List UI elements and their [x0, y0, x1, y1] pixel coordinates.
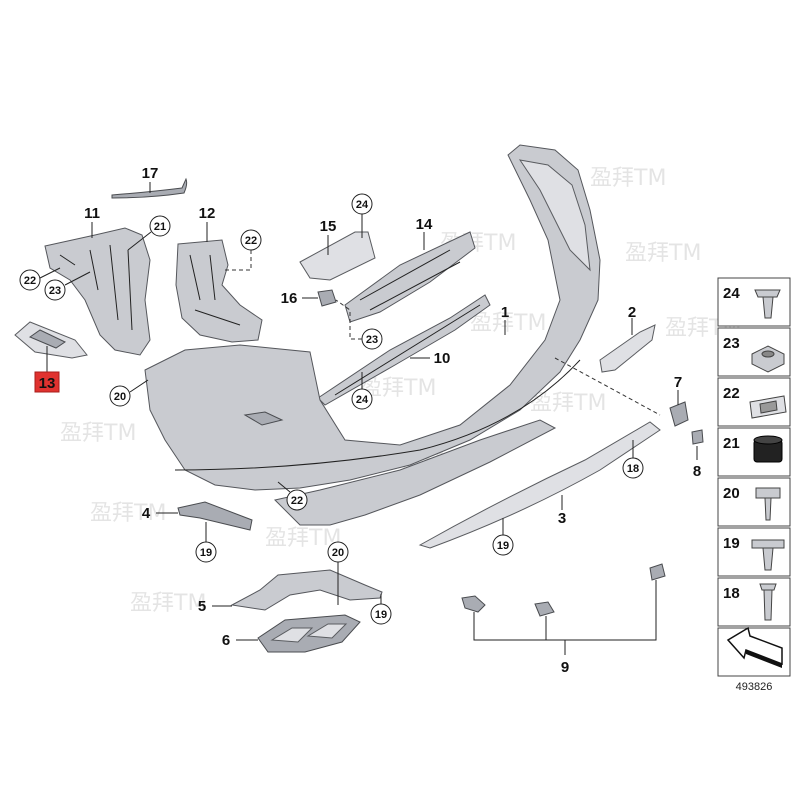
rubber-buffer-icon [753, 435, 783, 463]
watermark: 盈拜TM [130, 591, 206, 616]
part-3-diffuser [418, 421, 661, 549]
circled-19: 19 [497, 540, 509, 552]
callout-15: 15 [320, 218, 337, 235]
circled-20: 20 [332, 547, 344, 559]
watermark: 盈拜TM [360, 376, 436, 401]
part-9-clip-a [461, 595, 486, 613]
circled-20: 20 [114, 391, 126, 403]
legend-label-24: 24 [723, 285, 740, 302]
circled-21: 21 [154, 221, 166, 233]
part-16-clip [317, 289, 337, 307]
part-15-cover [299, 231, 376, 281]
callout-labels: 1 2 3 4 5 6 7 8 9 10 11 12 14 15 16 17 [84, 165, 701, 676]
legend-label-18: 18 [723, 585, 740, 602]
part-1-bumper-cover [144, 144, 601, 491]
callout-7: 7 [674, 374, 682, 391]
part-9-clip-b [534, 601, 555, 617]
catalog-number: 493826 [736, 681, 773, 693]
spring-clip-icon [749, 395, 787, 419]
callout-14: 14 [416, 216, 433, 233]
circled-22: 22 [24, 275, 36, 287]
watermark: 盈拜TM [590, 166, 666, 191]
part-4-strip [177, 501, 253, 531]
expansion-rivet-icon [759, 583, 777, 621]
part-8-clip [691, 429, 704, 445]
push-rivet-icon [754, 289, 781, 319]
part-10-support-rail [317, 294, 491, 406]
callout-1: 1 [501, 304, 509, 321]
watermark: 盈拜TM [625, 241, 701, 266]
watermark: 盈拜TM [265, 526, 341, 551]
part-5-bracket [230, 569, 383, 611]
hex-nut-icon [751, 345, 785, 373]
legend-label-20: 20 [723, 485, 740, 502]
callout-3: 3 [558, 510, 566, 527]
callout-10: 10 [434, 350, 451, 367]
legend-label-22: 22 [723, 385, 740, 402]
callout-16: 16 [281, 290, 298, 307]
legend-cell-19 [717, 527, 791, 577]
legend-label-19: 19 [723, 535, 740, 552]
callout-5: 5 [198, 598, 206, 615]
callout-2: 2 [628, 304, 636, 321]
circled-19: 19 [200, 547, 212, 559]
callout-4: 4 [142, 505, 151, 522]
part-11-left-bracket [44, 227, 151, 356]
part-9-clip-c [649, 563, 666, 581]
circled-callouts: 18 19 19 19 20 20 21 22 22 22 [19, 193, 644, 625]
direction-arrow-icon [726, 626, 783, 668]
legend-cell-20 [717, 477, 791, 527]
callout-12: 12 [199, 205, 216, 222]
part-diffuser-lower [274, 419, 557, 526]
legend-cell-24 [717, 277, 791, 327]
part-2-side-trim [599, 324, 656, 373]
watermark: 盈拜TM [60, 421, 136, 446]
hex-screw-icon [755, 487, 781, 521]
callout-6: 6 [222, 632, 230, 649]
watermark: 盈拜TM [470, 311, 546, 336]
circled-23: 23 [49, 285, 61, 297]
watermark: 盈拜TM [90, 501, 166, 526]
callout-9: 9 [561, 659, 569, 676]
callout-8: 8 [693, 463, 701, 480]
part-7-bracket [669, 401, 689, 427]
callout-13-highlight: 13 [34, 371, 60, 393]
legend-cell-18 [717, 577, 791, 627]
circled-18: 18 [627, 463, 639, 475]
callout-11: 11 [84, 205, 100, 222]
circled-23: 23 [366, 334, 378, 346]
circled-19: 19 [375, 609, 387, 621]
circled-22: 22 [291, 495, 303, 507]
callout-13: 13 [39, 375, 56, 392]
flange-screw-icon [751, 539, 785, 571]
legend-label-23: 23 [723, 335, 740, 352]
watermark: 盈拜TM [530, 391, 606, 416]
callout-17: 17 [142, 165, 159, 182]
legend-label-21: 21 [723, 435, 740, 452]
part-12-vertical-bracket [175, 239, 263, 343]
circled-22: 22 [245, 235, 257, 247]
circled-24: 24 [356, 199, 369, 211]
circled-24: 24 [356, 394, 369, 406]
part-6-exhaust-tips [257, 614, 361, 653]
fastener-legend: 24 23 22 21 20 [717, 277, 791, 693]
